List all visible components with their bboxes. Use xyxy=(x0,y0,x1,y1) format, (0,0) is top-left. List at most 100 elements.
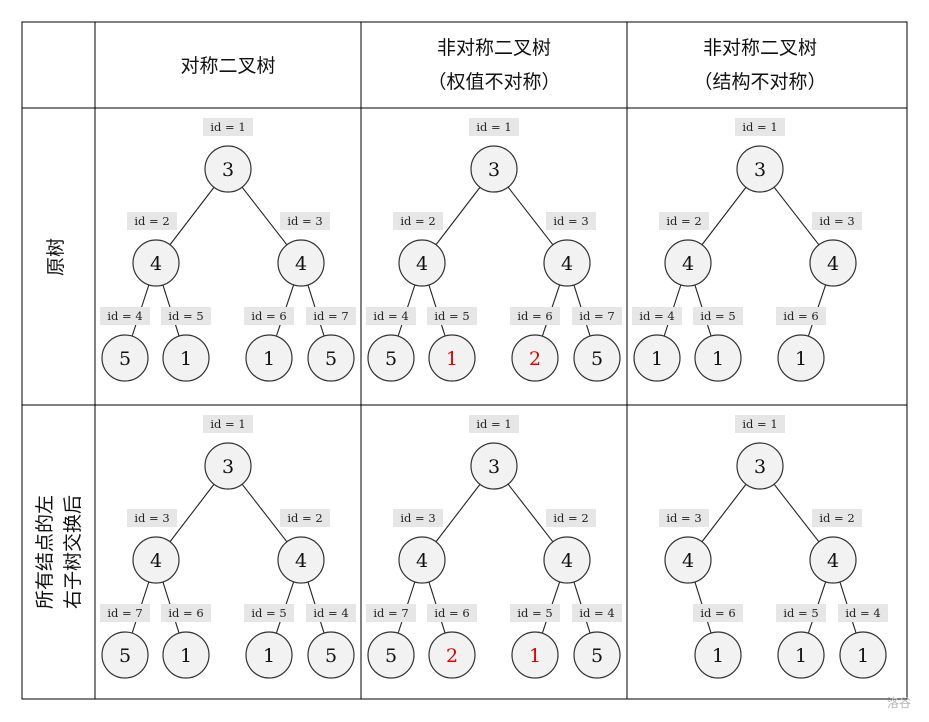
node-value: 1 xyxy=(446,348,458,370)
id-label-box xyxy=(776,604,826,622)
id-label-box xyxy=(306,604,356,622)
node-value: 3 xyxy=(754,456,766,478)
node-circle xyxy=(543,536,591,584)
tree-edge xyxy=(701,483,747,543)
node-value: 4 xyxy=(295,253,307,275)
node-value: 1 xyxy=(795,645,807,667)
id-label-box xyxy=(161,604,211,622)
node-circle xyxy=(633,334,681,382)
id-label: id = 3 xyxy=(666,511,701,525)
node-value: 5 xyxy=(119,348,131,370)
tree-node-rl: id = 6 1 xyxy=(776,307,826,382)
node-value: 4 xyxy=(150,253,162,275)
node-value: 4 xyxy=(682,253,694,275)
node-value: 1 xyxy=(795,348,807,370)
id-label-box xyxy=(306,307,356,325)
tree-node-ll: id = 75 xyxy=(100,604,150,679)
id-label-box xyxy=(659,509,709,527)
id-label: id = 6 xyxy=(783,309,818,323)
tree-node-ll: id = 45 xyxy=(100,307,150,382)
node-circle xyxy=(511,334,559,382)
id-label-box xyxy=(572,604,622,622)
node-value: 4 xyxy=(561,253,573,275)
node-circle xyxy=(162,631,210,679)
id-label-box xyxy=(693,604,743,622)
tree-node-root: id = 13 xyxy=(203,415,253,490)
id-label: id = 6 xyxy=(517,309,552,323)
tree-node-rl: id = 5 1 xyxy=(510,604,560,679)
tree-node-ll: id = 75 xyxy=(366,604,416,679)
row-header-line: 原树 xyxy=(45,238,67,276)
id-label: id = 5 xyxy=(251,606,286,620)
node-value: 1 xyxy=(651,348,663,370)
tree-node-root: id = 13 xyxy=(203,118,253,193)
tree-node-l: id = 24 xyxy=(393,212,446,287)
node-value: 1 xyxy=(712,645,724,667)
node-value: 3 xyxy=(488,456,500,478)
id-label-box xyxy=(393,212,443,230)
node-value: 1 xyxy=(529,645,541,667)
id-label-box xyxy=(127,509,177,527)
node-value: 3 xyxy=(222,159,234,181)
node-circle xyxy=(573,631,621,679)
node-circle xyxy=(694,334,742,382)
id-label: id = 7 xyxy=(579,309,614,323)
id-label: id = 4 xyxy=(579,606,614,620)
node-value: 5 xyxy=(325,645,337,667)
node-circle xyxy=(664,239,712,287)
tree-edge xyxy=(435,483,481,543)
id-label: id = 4 xyxy=(313,606,348,620)
id-label: id = 2 xyxy=(553,511,588,525)
tree-edge xyxy=(169,186,215,246)
node-circle xyxy=(162,334,210,382)
id-label-box xyxy=(469,415,519,433)
column-header-asymmetric-structure: 非对称二叉树 （结构不对称） xyxy=(693,37,826,93)
id-label-box xyxy=(510,307,560,325)
id-label-box xyxy=(632,307,682,325)
tree-edge xyxy=(435,186,481,246)
tree-node-ll: id = 45 xyxy=(366,307,416,382)
id-label-box xyxy=(735,118,785,136)
node-value: 5 xyxy=(591,645,603,667)
id-label: id = 4 xyxy=(639,309,674,323)
tree-node-root: id = 13 xyxy=(735,415,785,490)
id-label-box xyxy=(838,604,888,622)
id-label-box xyxy=(546,212,596,230)
id-label: id = 7 xyxy=(373,606,408,620)
node-value: 4 xyxy=(561,550,573,572)
column-header-symmetric: 对称二叉树 xyxy=(180,55,275,77)
node-value: 4 xyxy=(416,253,428,275)
id-label: id = 3 xyxy=(400,511,435,525)
id-label-box xyxy=(735,415,785,433)
header-line: 非对称二叉树 xyxy=(437,37,551,59)
tree-node-r: id = 34 xyxy=(277,212,330,287)
table-grid xyxy=(21,21,908,700)
header-line: 非对称二叉树 xyxy=(703,37,817,59)
node-value: 3 xyxy=(488,159,500,181)
id-label-box xyxy=(427,604,477,622)
node-circle xyxy=(101,631,149,679)
node-circle xyxy=(132,239,180,287)
id-label-box xyxy=(161,307,211,325)
node-circle xyxy=(277,536,325,584)
node-value: 1 xyxy=(263,645,275,667)
node-circle xyxy=(132,536,180,584)
id-label: id = 5 xyxy=(517,606,552,620)
tree-node-rl: id = 61 xyxy=(244,307,294,382)
tree-node-root: id = 13 xyxy=(735,118,785,193)
node-circle xyxy=(470,145,518,193)
node-value: 5 xyxy=(385,348,397,370)
tree-node-rl: id = 5 1 xyxy=(244,604,294,679)
tree-edge xyxy=(241,483,288,543)
tree-edge xyxy=(507,186,554,246)
node-value: 2 xyxy=(446,645,458,667)
row-header-line: 右子树交换后 xyxy=(62,495,84,609)
tree-node-rr: id = 4 5 xyxy=(572,604,622,679)
tree-edge xyxy=(169,483,215,543)
tree-node-l: id = 34 xyxy=(393,509,446,584)
node-circle xyxy=(736,145,784,193)
node-value: 4 xyxy=(295,550,307,572)
header-line: 对称二叉树 xyxy=(180,55,275,77)
id-label-box xyxy=(572,307,622,325)
